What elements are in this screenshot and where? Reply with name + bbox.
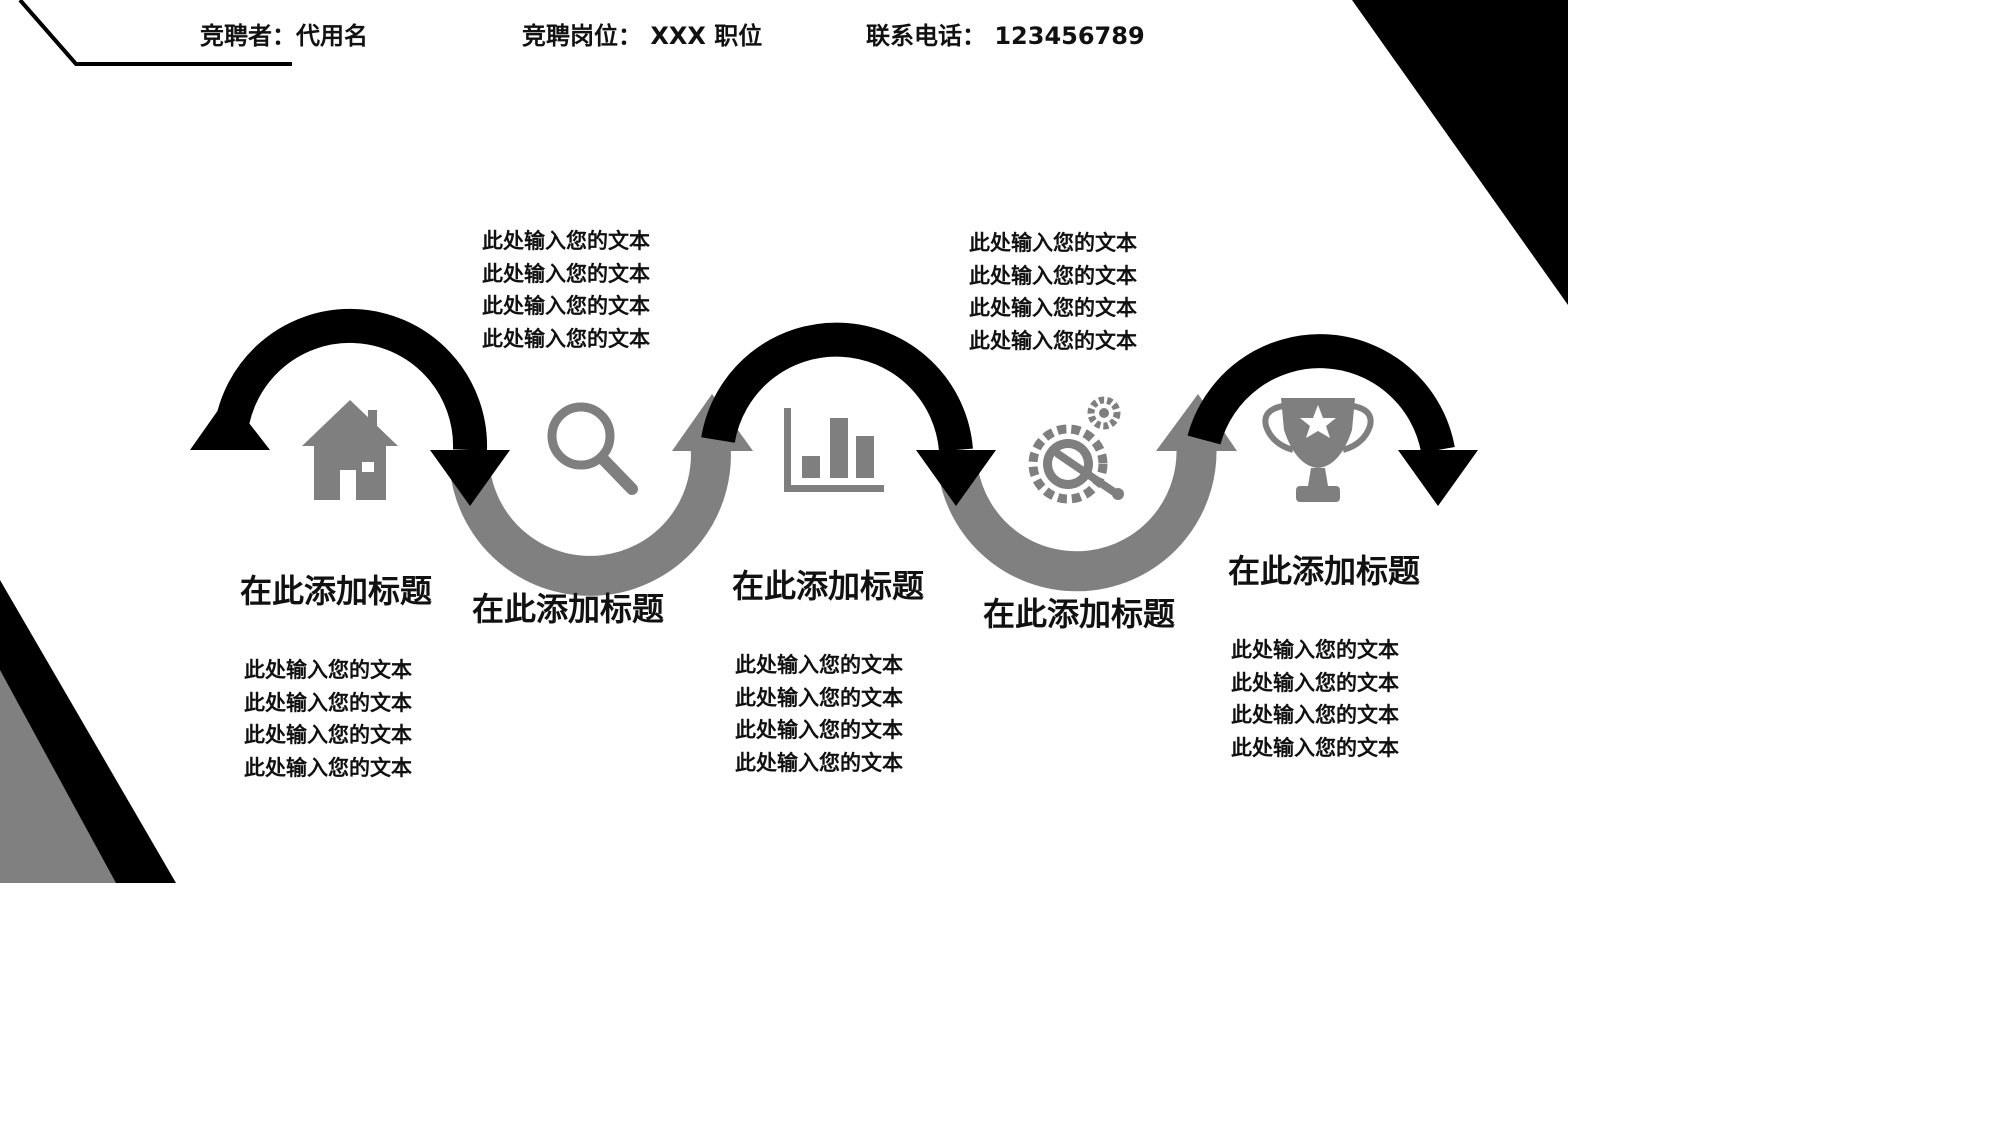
step-4-text-block: 此处输入您的文本 此处输入您的文本 此处输入您的文本 此处输入您的文本 — [969, 227, 1137, 357]
bar-chart-icon — [784, 408, 884, 492]
black-arrowhead-2 — [916, 450, 996, 506]
magnifier-icon — [547, 402, 638, 495]
gray-arc-1 — [450, 437, 731, 596]
text-line: 此处输入您的文本 — [244, 690, 412, 715]
text-line: 此处输入您的文本 — [969, 263, 1137, 288]
step-5-title: 在此添加标题 — [1228, 552, 1421, 590]
step-2-title: 在此添加标题 — [472, 590, 665, 628]
text-line: 此处输入您的文本 — [735, 653, 903, 677]
gear-wrench-icon — [1028, 396, 1124, 504]
step-1-text-block: 此处输入您的文本 此处输入您的文本 此处输入您的文本 此处输入您的文本 — [244, 654, 412, 784]
text-line: 此处输入您的文本 — [969, 231, 1137, 255]
text-line: 此处输入您的文本 — [969, 328, 1137, 353]
black-arc-2 — [701, 322, 973, 452]
text-line: 此处输入您的文本 — [735, 685, 903, 710]
trophy-icon — [1262, 398, 1374, 502]
text-line: 此处输入您的文本 — [244, 755, 412, 780]
text-line: 此处输入您的文本 — [1231, 703, 1399, 727]
text-line: 此处输入您的文本 — [1231, 638, 1399, 662]
step-4-title: 在此添加标题 — [983, 595, 1176, 633]
black-arrowhead-1 — [430, 450, 510, 506]
text-line: 此处输入您的文本 — [1231, 735, 1399, 760]
text-line: 此处输入您的文本 — [735, 750, 903, 775]
black-arc-3 — [1187, 334, 1455, 454]
text-line: 此处输入您的文本 — [482, 261, 650, 286]
text-line: 此处输入您的文本 — [735, 718, 903, 742]
background-decoration — [0, 0, 1568, 883]
step-5-text-block: 此处输入您的文本 此处输入您的文本 此处输入您的文本 此处输入您的文本 — [1231, 634, 1399, 764]
text-line: 此处输入您的文本 — [482, 326, 650, 351]
step-3-text-block: 此处输入您的文本 此处输入您的文本 此处输入您的文本 此处输入您的文本 — [735, 649, 903, 779]
header-line — [18, 0, 292, 66]
bottom-left-gray-shape — [0, 670, 116, 883]
step-1-title: 在此添加标题 — [240, 572, 433, 610]
text-line: 此处输入您的文本 — [969, 296, 1137, 320]
process-wave-diagram — [190, 309, 1478, 596]
top-right-black-shape — [1352, 0, 1568, 305]
black-arc-1 — [213, 309, 488, 451]
black-arrowhead-left — [190, 396, 270, 450]
position-label: 竞聘岗位： XXX 职位 — [522, 22, 763, 50]
text-line: 此处输入您的文本 — [244, 723, 412, 747]
text-line: 此处输入您的文本 — [1231, 670, 1399, 695]
text-line: 此处输入您的文本 — [482, 229, 650, 253]
house-icon — [302, 400, 398, 500]
step-2-text-block: 此处输入您的文本 此处输入您的文本 此处输入您的文本 此处输入您的文本 — [482, 225, 650, 355]
text-line: 此处输入您的文本 — [244, 658, 412, 682]
candidate-label: 竞聘者：代用名 — [200, 22, 368, 50]
text-line: 此处输入您的文本 — [482, 294, 650, 318]
phone-label: 联系电话： 123456789 — [866, 22, 1145, 50]
black-arrowhead-3 — [1398, 450, 1478, 506]
gray-arc-2 — [938, 438, 1217, 592]
step-3-title: 在此添加标题 — [732, 567, 925, 605]
